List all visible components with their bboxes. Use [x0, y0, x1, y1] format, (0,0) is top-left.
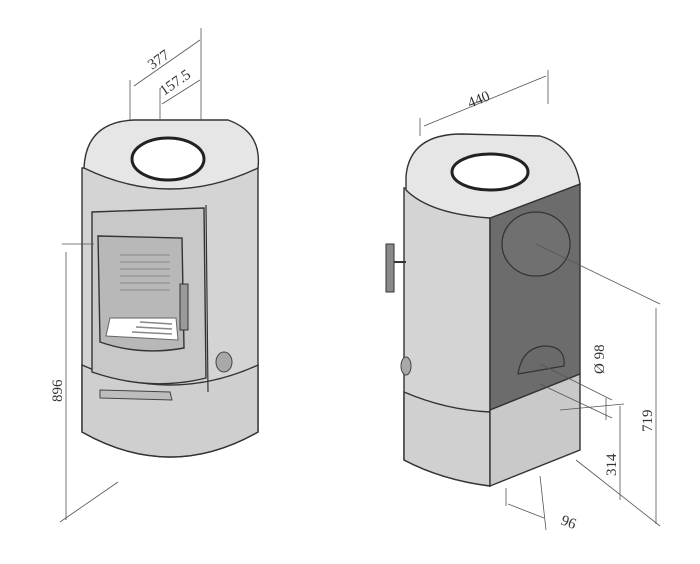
dim-width-label: 440	[466, 88, 493, 111]
dim-rear-outlet-height-label: 719	[640, 410, 656, 433]
front-emblem	[215, 351, 233, 373]
dim-flue-offset-label: 157.5	[157, 67, 194, 99]
front-firebox-bricks	[120, 254, 170, 291]
dim-depth-label: 377	[145, 47, 173, 73]
rear-flue-ring	[450, 152, 530, 192]
front-door-handle	[179, 283, 189, 331]
rear-door-handle	[385, 243, 395, 293]
front-side-seam	[205, 204, 209, 393]
rear-view-stove	[385, 133, 581, 488]
dim-air-inlet-height-label: 314	[604, 453, 620, 476]
rear-air-inlet	[517, 345, 565, 375]
rear-plinth	[489, 372, 581, 488]
front-ash-pan-handle	[99, 389, 173, 401]
rear-emblem	[400, 356, 412, 376]
dim-air-inlet-offset-label: 96	[559, 513, 579, 533]
rear-dimensions	[419, 70, 661, 531]
front-view-stove	[81, 119, 260, 458]
front-grate-bars	[131, 321, 173, 335]
dim-air-inlet-diameter-label: Ø 98	[592, 344, 608, 374]
dim-height-label: 896	[50, 379, 66, 402]
front-dimensions	[59, 28, 202, 523]
front-flue-ring	[130, 136, 206, 182]
